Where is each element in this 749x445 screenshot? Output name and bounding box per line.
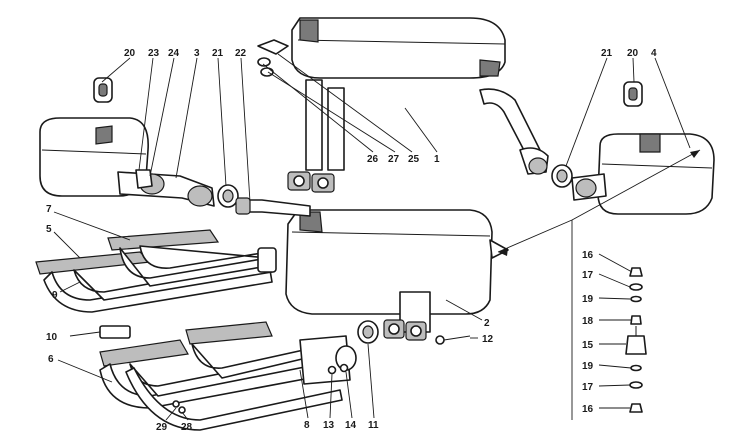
callout-18: 18: [582, 316, 594, 327]
callout-16-top: 16: [582, 250, 594, 261]
left-rear-silencer: [39, 117, 215, 207]
callout-4: 4: [651, 48, 657, 59]
callout-15: 15: [582, 340, 594, 351]
callout-7: 7: [46, 204, 52, 215]
callout-28: 28: [181, 422, 193, 433]
callout-20-left: 20: [124, 48, 136, 59]
callout-20-right: 20: [627, 48, 639, 59]
callout-3: 3: [194, 48, 200, 59]
gasket-ring-right: [551, 164, 573, 188]
central-silencer-lower: [285, 209, 509, 341]
callout-5: 5: [46, 224, 52, 235]
gasket-ring-left: [217, 184, 239, 208]
callout-13: 13: [323, 420, 335, 431]
right-rear-silencer: [571, 133, 715, 215]
bolt: [435, 335, 471, 345]
callout-27: 27: [388, 154, 400, 165]
callout-29: 29: [156, 422, 168, 433]
callout-8: 8: [304, 420, 310, 431]
callout-17-top: 17: [582, 270, 594, 281]
nut: [327, 365, 337, 375]
callout-19-top: 19: [582, 294, 594, 305]
leader-lines: [53, 53, 701, 421]
connecting-pipe: [235, 197, 311, 217]
callout-19-bottom: 19: [582, 361, 594, 372]
callout-17-bottom: 17: [582, 382, 594, 393]
central-silencer-upper: [287, 17, 549, 193]
exhaust-manifold-upper: [35, 229, 277, 313]
callout-21-right: 21: [601, 48, 613, 59]
callout-22: 22: [235, 48, 247, 59]
mount-stack: [625, 267, 647, 413]
callout-25: 25: [408, 154, 420, 165]
callout-2: 2: [484, 318, 490, 329]
gasket-ring-lower: [357, 320, 379, 344]
callout-21-left: 21: [212, 48, 224, 59]
callout-16-bottom: 16: [582, 404, 594, 415]
stud-and-washer: [172, 400, 186, 414]
callout-1: 1: [434, 154, 440, 165]
rubber-mount-left: [93, 77, 113, 103]
callout-11: 11: [368, 420, 379, 431]
callout-10: 10: [46, 332, 58, 343]
callout-numbers: 20 23 24 3 21 22 21 20 4 26 27 25 1 7 5 …: [46, 48, 657, 433]
exhaust-manifold-lower: [99, 321, 357, 431]
callout-26: 26: [367, 154, 379, 165]
callout-14: 14: [345, 420, 357, 431]
callout-9: 9: [52, 290, 58, 301]
callout-24: 24: [168, 48, 180, 59]
rubber-mount-right: [623, 81, 643, 107]
callout-23: 23: [148, 48, 160, 59]
manifold-gasket: [99, 325, 131, 339]
nut-washer: [339, 363, 349, 373]
callout-12: 12: [482, 334, 494, 345]
callout-6: 6: [48, 354, 54, 365]
